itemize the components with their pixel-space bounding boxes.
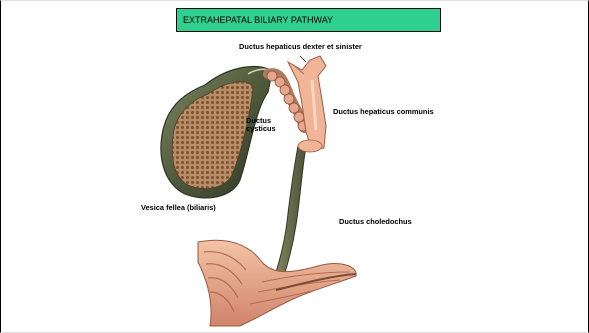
label-ductus-cysticus: Ductus cysticus	[246, 117, 286, 133]
label-cysticus-line2: cysticus	[246, 124, 276, 133]
label-ductus-choledochus: Ductus choledochus	[339, 218, 412, 226]
label-vesica-fellea: Vesica fellea (biliaris)	[141, 204, 216, 212]
leader-line-hepatic	[300, 56, 306, 62]
duodenum	[198, 240, 356, 326]
label-ductus-hepaticus-dexter-sinister: Ductus hepaticus dexter et sinister	[239, 43, 362, 51]
label-ductus-hepaticus-communis: Ductus hepaticus communis	[333, 108, 434, 116]
